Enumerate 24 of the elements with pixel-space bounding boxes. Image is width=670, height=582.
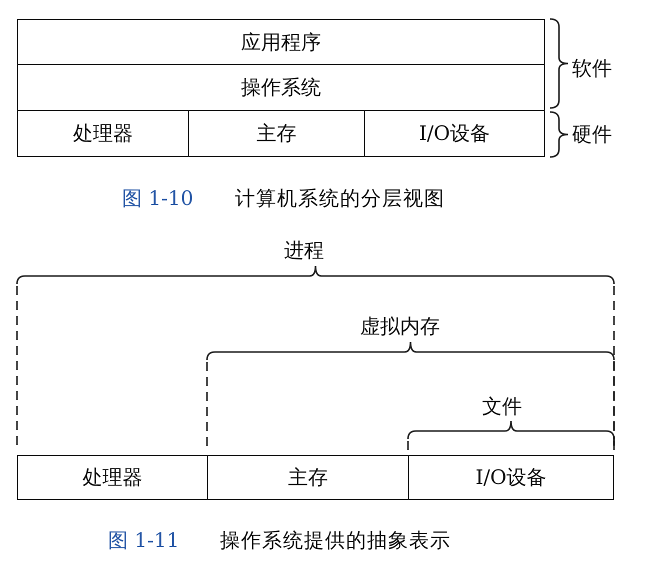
layer-box xyxy=(17,455,208,500)
layer-label: 处理器 xyxy=(73,120,133,147)
brace-label: 文件 xyxy=(482,396,522,416)
layer-label: 主存 xyxy=(288,464,328,491)
layer-label: I/O设备 xyxy=(475,464,547,491)
layer-box xyxy=(207,455,409,500)
layer-label: 处理器 xyxy=(82,464,142,491)
figure-caption: 操作系统提供的抽象表示 xyxy=(220,530,451,550)
layer-box xyxy=(17,19,545,65)
layer-label: 主存 xyxy=(256,120,296,147)
brace-label: 硬件 xyxy=(572,124,612,144)
layer-box xyxy=(364,110,545,157)
layer-box xyxy=(17,110,189,157)
brace-label: 进程 xyxy=(284,240,324,260)
brace-label: 虚拟内存 xyxy=(360,316,440,336)
layer-label: 应用程序 xyxy=(241,28,321,56)
brace-label: 软件 xyxy=(572,58,612,78)
figure-number: 图 1-10 xyxy=(122,188,194,208)
figure-caption: 计算机系统的分层视图 xyxy=(235,188,445,208)
layer-box xyxy=(408,455,614,500)
layer-box xyxy=(17,64,545,111)
figure-number: 图 1-11 xyxy=(108,530,180,550)
layer-label: 操作系统 xyxy=(241,74,321,101)
layer-label: I/O设备 xyxy=(418,120,490,147)
